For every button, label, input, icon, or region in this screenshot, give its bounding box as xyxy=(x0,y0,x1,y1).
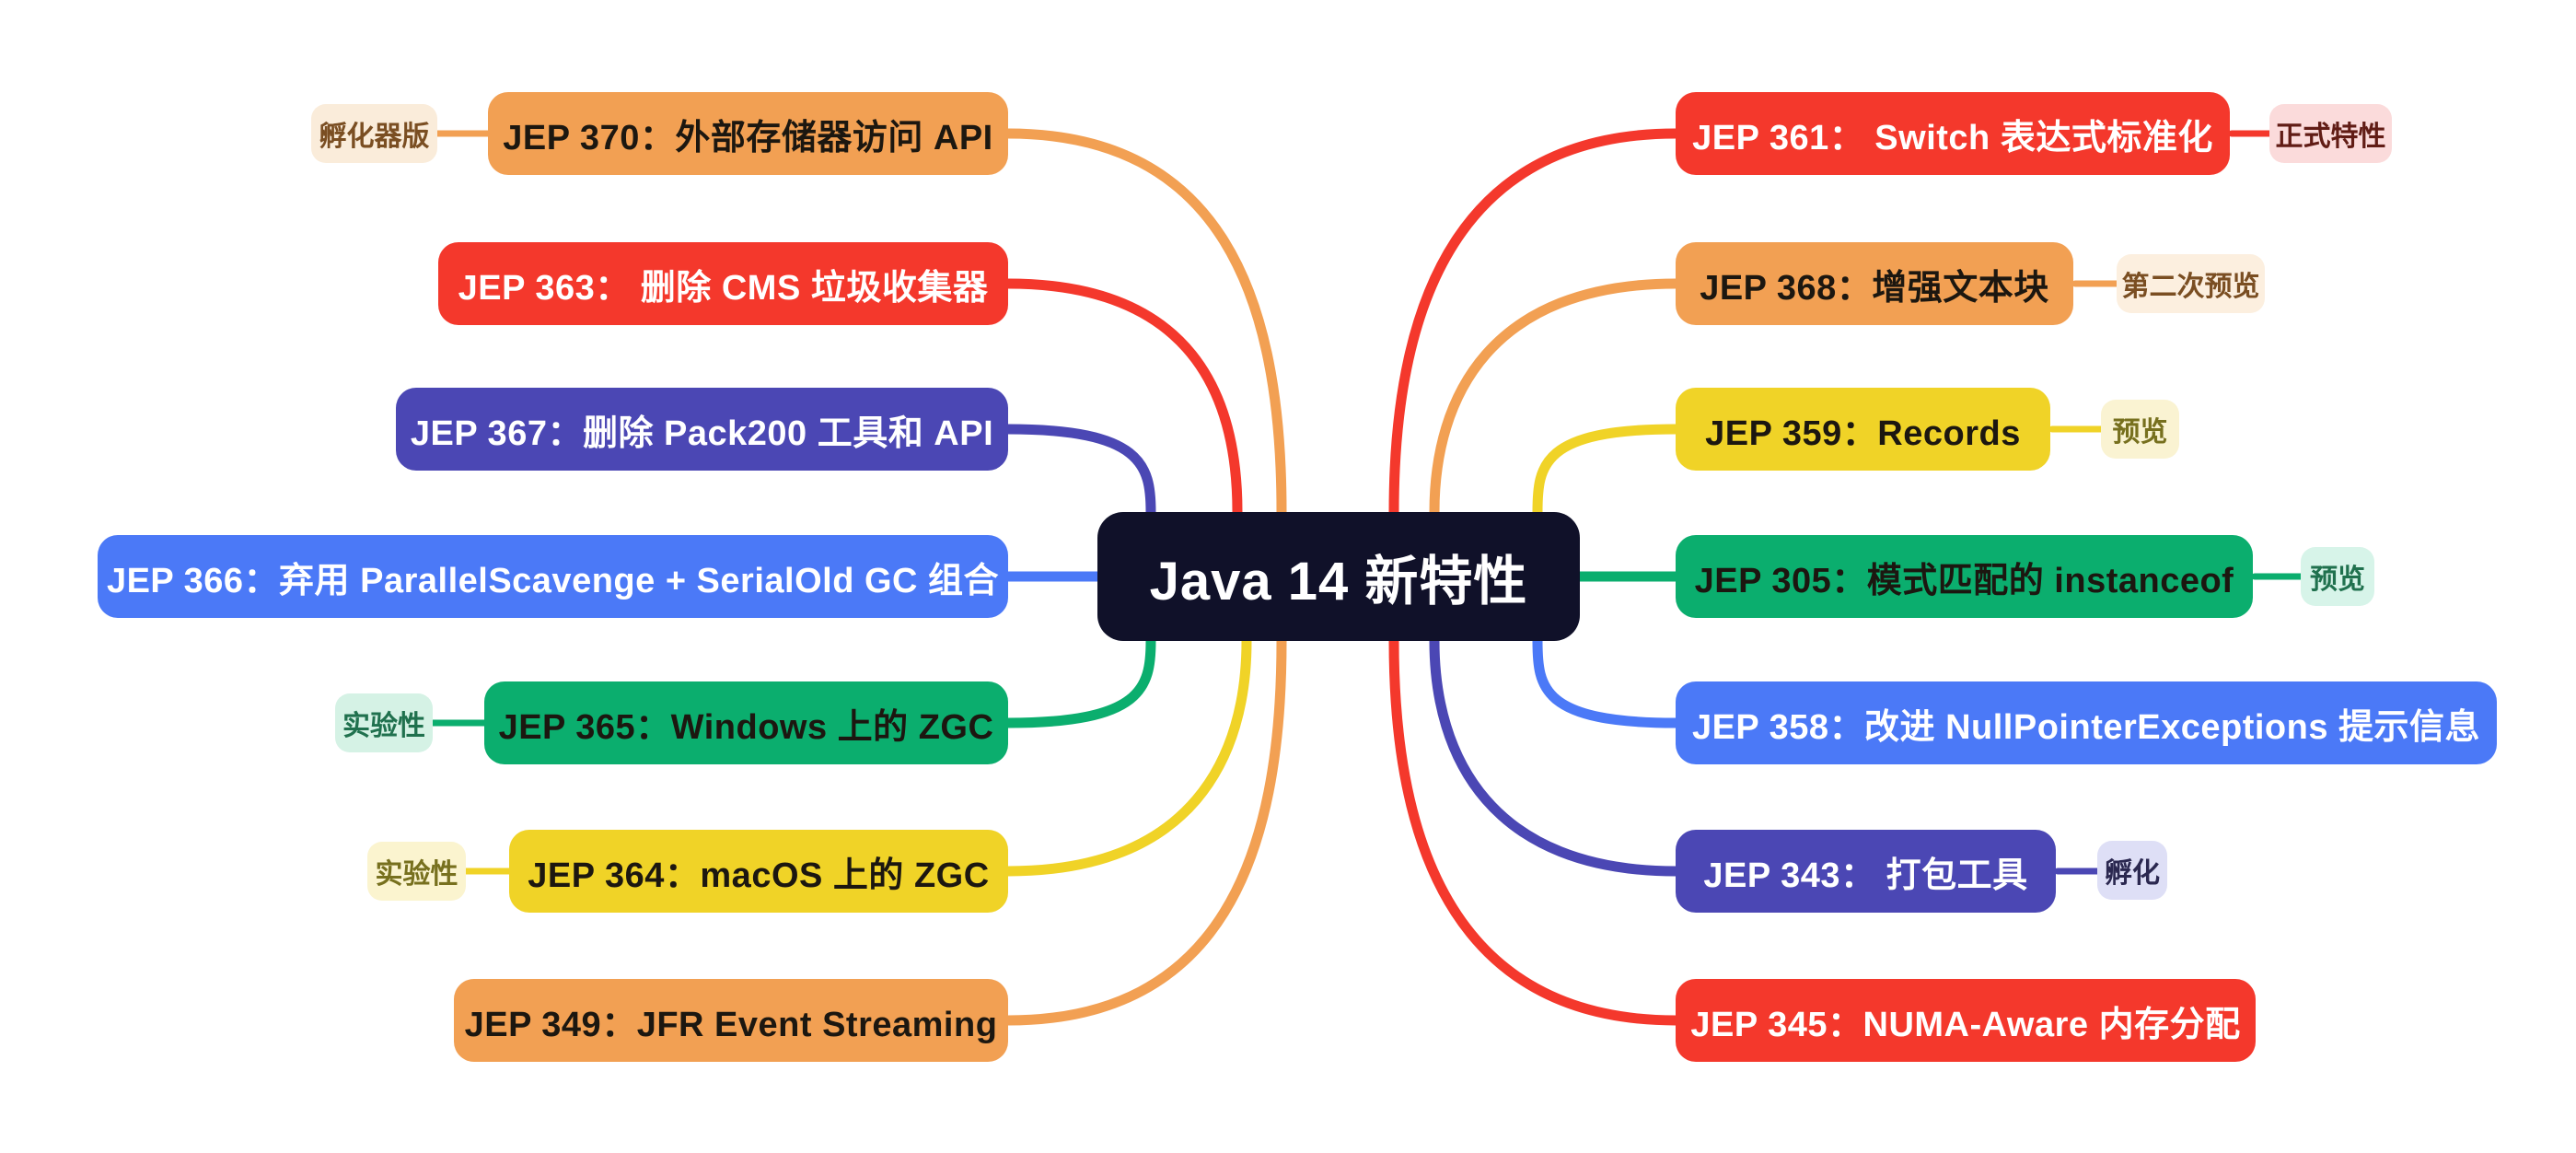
node-jep-367[interactable]: JEP 367：删除 Pack200 工具和 API xyxy=(396,388,1008,471)
branch-curve-jep-370 xyxy=(1003,128,1287,518)
tag-jep-370[interactable]: 孵化器版 xyxy=(311,104,437,163)
node-jep-368[interactable]: JEP 368：增强文本块 xyxy=(1676,242,2073,325)
tag-jep-364[interactable]: 实验性 xyxy=(367,842,466,901)
node-jep-358[interactable]: JEP 358：改进 NullPointerExceptions 提示信息 xyxy=(1676,681,2497,764)
node-jep-361[interactable]: JEP 361： Switch 表达式标准化 xyxy=(1676,92,2230,175)
branch-curve-jep-343 xyxy=(1429,635,1681,877)
tag-jep-368[interactable]: 第二次预览 xyxy=(2117,254,2265,313)
node-jep-365[interactable]: JEP 365：Windows 上的 ZGC xyxy=(484,681,1008,764)
tag-jep-361[interactable]: 正式特性 xyxy=(2269,104,2392,163)
tag-jep-365[interactable]: 实验性 xyxy=(335,693,433,752)
tag-jep-343[interactable]: 孵化 xyxy=(2097,841,2167,900)
tag-jep-305[interactable]: 预览 xyxy=(2301,547,2374,606)
node-jep-359[interactable]: JEP 359：Records xyxy=(1676,388,2050,471)
branch-curve-jep-363 xyxy=(1003,278,1243,518)
branch-curve-jep-349 xyxy=(1003,635,1287,1026)
branch-curve-jep-364 xyxy=(1003,635,1252,877)
branch-curve-jep-367 xyxy=(1003,424,1156,518)
branch-curve-jep-368 xyxy=(1429,278,1681,518)
node-jep-305[interactable]: JEP 305：模式匹配的 instanceof xyxy=(1676,535,2253,618)
node-jep-343[interactable]: JEP 343： 打包工具 xyxy=(1676,830,2056,913)
branch-curve-jep-345 xyxy=(1388,635,1681,1026)
central-topic[interactable]: Java 14 新特性 xyxy=(1097,512,1580,641)
node-jep-366[interactable]: JEP 366：弃用 ParallelScavenge + SerialOld … xyxy=(98,535,1008,618)
branch-curve-jep-358 xyxy=(1532,635,1681,728)
node-jep-364[interactable]: JEP 364：macOS 上的 ZGC xyxy=(509,830,1008,913)
branch-curve-jep-359 xyxy=(1532,424,1681,518)
node-jep-363[interactable]: JEP 363： 删除 CMS 垃圾收集器 xyxy=(438,242,1008,325)
branch-curve-jep-361 xyxy=(1388,128,1681,518)
node-jep-370[interactable]: JEP 370：外部存储器访问 API xyxy=(488,92,1008,175)
node-jep-345[interactable]: JEP 345：NUMA-Aware 内存分配 xyxy=(1676,979,2256,1062)
node-jep-349[interactable]: JEP 349：JFR Event Streaming xyxy=(454,979,1008,1062)
tag-jep-359[interactable]: 预览 xyxy=(2101,400,2179,459)
branch-curve-jep-365 xyxy=(1003,635,1156,728)
